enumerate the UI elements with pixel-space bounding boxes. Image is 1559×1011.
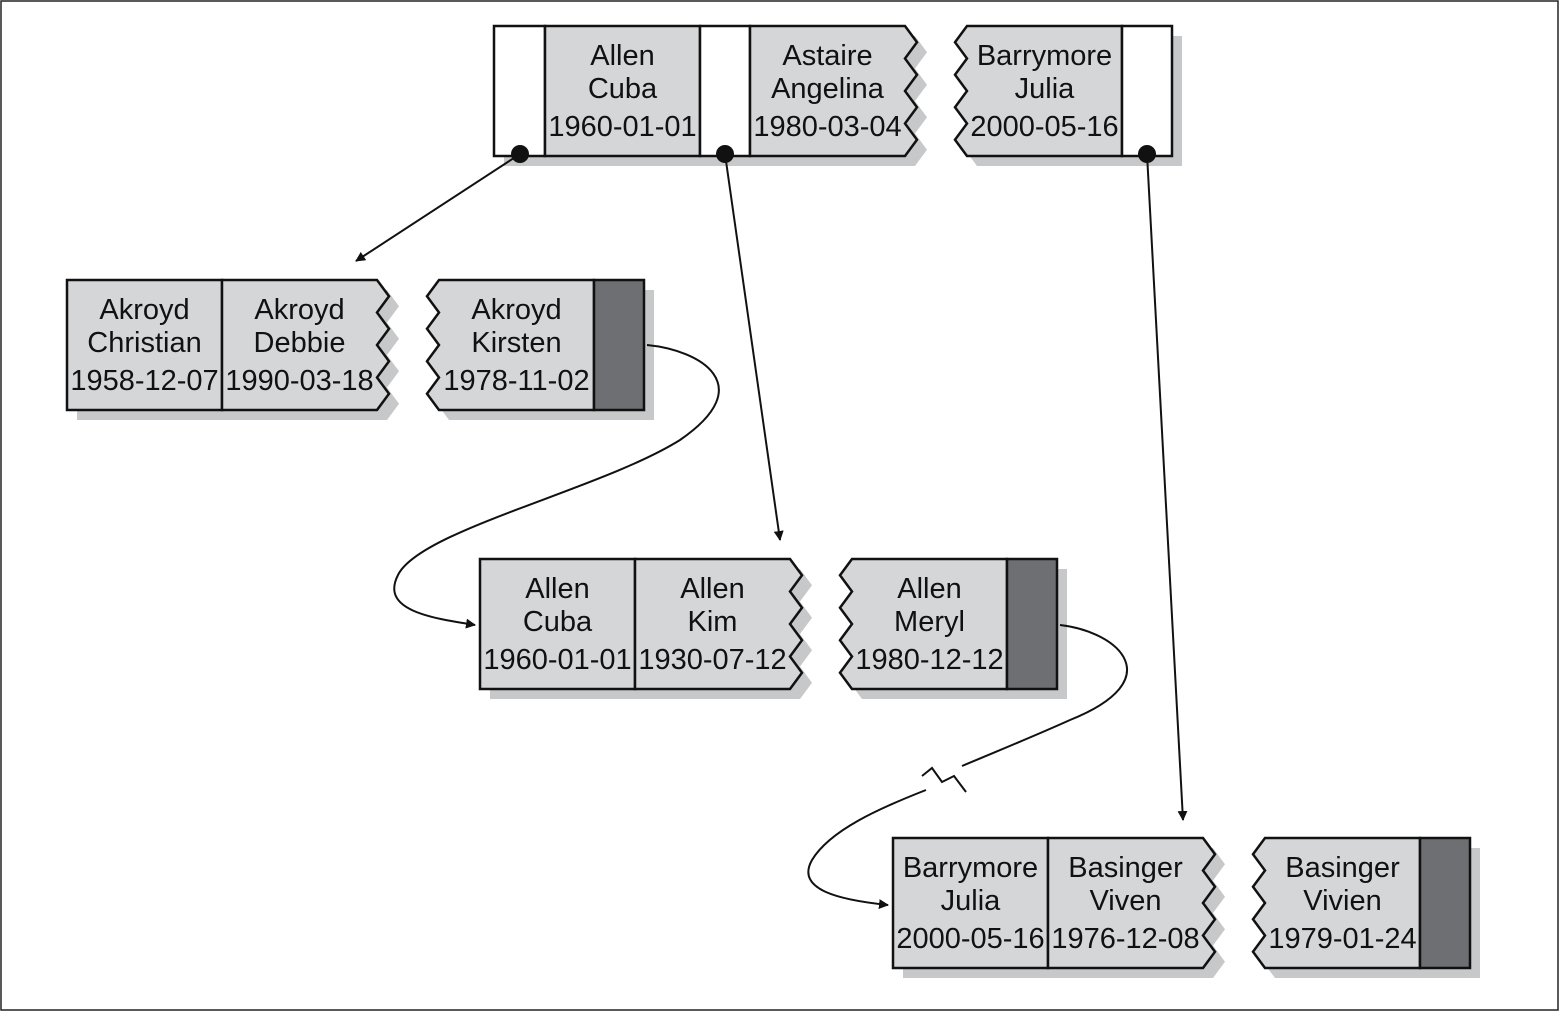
nodes-layer: AllenCuba1960-01-01AstaireAngelina1980-0… [65,24,1480,978]
root-pointer-2-dot [716,145,734,163]
leaf-allen-to-leaf-barrymore-link-lower [807,789,927,910]
record-last: Basinger [1285,852,1400,884]
record-dob: 2000-05-16 [970,111,1118,143]
root-to-leaf-allen-arrow [724,153,784,541]
record-last: Allen [897,573,962,605]
record-first: Vivien [1303,885,1381,917]
record-dob: 1980-03-04 [753,111,901,143]
record-last: Allen [680,573,745,605]
leaf-barrymore-node: BarrymoreJulia2000-05-16BasingerViven197… [891,836,1480,978]
record-last: Basinger [1068,852,1183,884]
record-first: Kim [688,606,738,638]
root-pointer-1-dot [511,145,529,163]
root-record-2-box [748,24,919,158]
root-pointer-3-dot [1138,145,1156,163]
record-dob: 1976-12-08 [1051,923,1199,955]
record-dob: 1980-12-12 [855,644,1003,676]
leaf-barrymore-next-pointer-cell [1418,836,1472,970]
leaf-allen-record-2-box [633,557,804,691]
record-first: Julia [941,885,1002,917]
root-pointer-cell-3 [1120,24,1174,158]
leaf-akroyd-next-pointer-cell [592,278,646,412]
leaf-allen-node: AllenCuba1960-01-01AllenKim1930-07-12All… [478,557,1067,699]
record-first: Cuba [523,606,593,638]
record-last: Barrymore [977,40,1112,72]
record-dob: 1990-03-18 [225,365,373,397]
record-last: Allen [525,573,590,605]
record-first: Meryl [894,606,965,638]
record-dob: 2000-05-16 [896,923,1044,955]
leaf-akroyd-node: AkroydChristian1958-12-07AkroydDebbie199… [65,278,654,420]
record-first: Angelina [771,73,885,105]
record-dob: 1930-07-12 [638,644,786,676]
record-last: Akroyd [254,294,344,326]
leaf-akroyd-to-leaf-allen-link [393,344,720,629]
leaf-allen-to-leaf-barrymore-link-upper [961,624,1128,767]
record-first: Kirsten [471,327,561,359]
record-first: Christian [87,327,201,359]
leaf-akroyd-record-2-box [220,278,391,412]
record-last: Allen [590,40,655,72]
record-first: Debbie [254,327,346,359]
root-to-leaf-akroyd-arrow [355,153,521,262]
connectors [355,145,1188,910]
record-first: Julia [1015,73,1076,105]
record-last: Akroyd [471,294,561,326]
leaf-barrymore-record-2-box [1046,836,1217,970]
record-dob: 1960-01-01 [483,644,631,676]
break-mark-icon [921,766,967,793]
record-last: Astaire [782,40,872,72]
leaf-allen-next-pointer-cell [1005,557,1059,691]
record-first: Viven [1089,885,1161,917]
record-last: Akroyd [99,294,189,326]
root-pointer-cell-1 [492,24,547,158]
record-dob: 1979-01-24 [1268,923,1416,955]
root-pointer-cell-2 [698,24,752,158]
record-first: Cuba [588,73,658,105]
record-last: Barrymore [903,852,1038,884]
record-dob: 1960-01-01 [548,111,696,143]
record-dob: 1958-12-07 [70,365,218,397]
root-to-leaf-barrymore-arrow [1146,153,1188,821]
record-dob: 1978-11-02 [443,365,589,397]
